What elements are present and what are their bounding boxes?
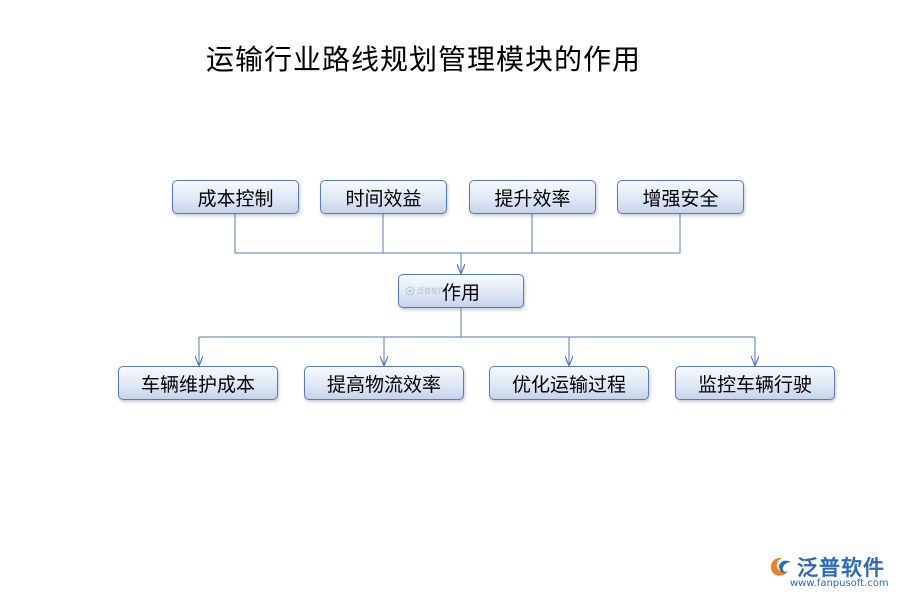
node-bottom-3: 优化运输过程: [489, 366, 649, 400]
center-watermark: 泛普软件: [405, 286, 445, 296]
node-top-4: 增强安全: [617, 180, 744, 214]
node-bottom-1: 车辆维护成本: [118, 366, 278, 400]
node-bottom-4: 监控车辆行驶: [675, 366, 835, 400]
fanpu-logo-icon: [771, 557, 791, 576]
node-top-1: 成本控制: [172, 180, 299, 214]
watermark-icon: [405, 286, 415, 296]
node-center-label: 作用: [441, 281, 480, 304]
logo-text: 泛普软件: [797, 556, 885, 580]
logo-url: www.fanpusoft.com: [790, 578, 889, 589]
node-center: 泛普软件 作用: [398, 274, 524, 308]
diagram-title: 运输行业路线规划管理模块的作用: [206, 43, 642, 76]
node-bottom-2: 提高物流效率: [304, 366, 464, 400]
node-top-3: 提升效率: [469, 180, 596, 214]
node-top-2: 时间效益: [320, 180, 447, 214]
watermark-text: 泛普软件: [417, 287, 445, 295]
brand-logo: 泛普软件: [768, 552, 885, 582]
